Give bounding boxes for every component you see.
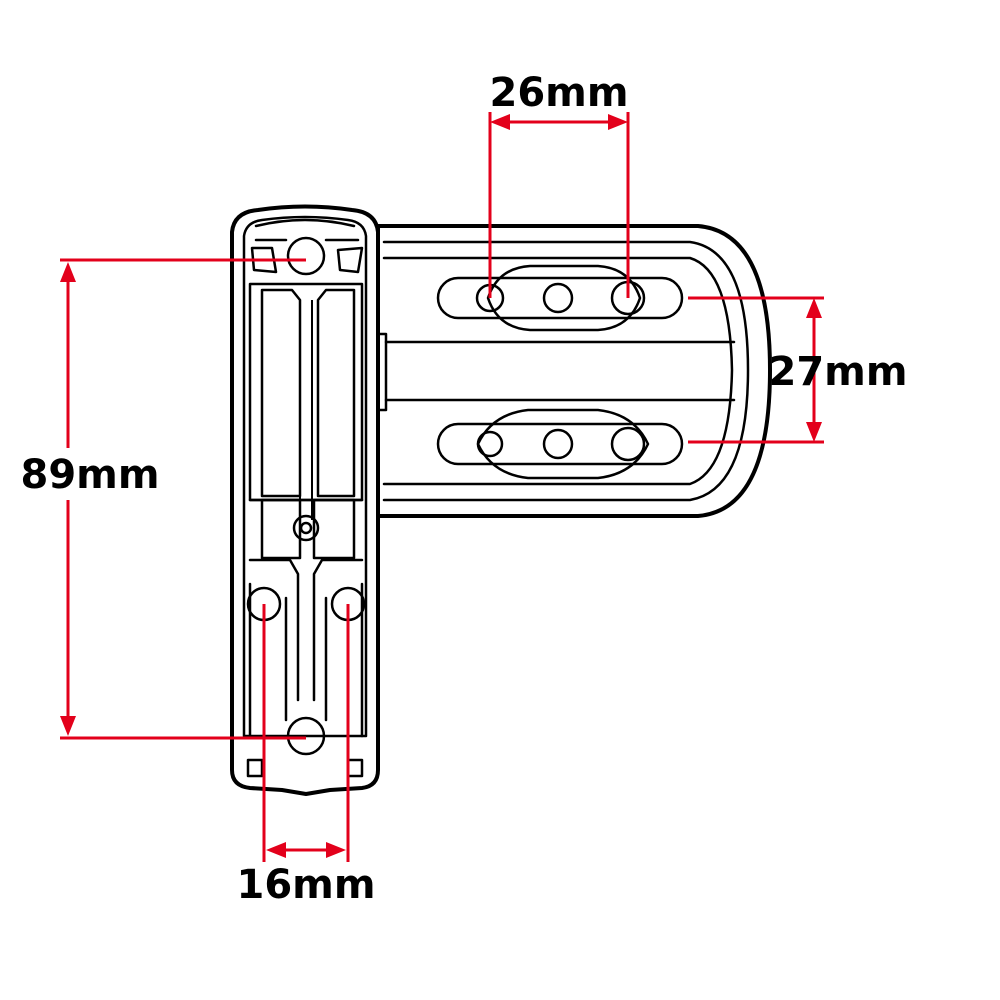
dim-bottom-arrow-left xyxy=(266,842,286,858)
upper-slot xyxy=(436,264,684,332)
lower-slot-outline xyxy=(436,422,684,466)
plate-inner xyxy=(242,215,368,738)
dim-right-arrow-bottom xyxy=(806,422,822,442)
centre-pivot-outer xyxy=(292,514,320,542)
dim-left-label: 89mm xyxy=(20,452,159,498)
lower-slot xyxy=(436,408,684,480)
plate-hole-top xyxy=(286,236,326,276)
hinge-arm xyxy=(376,224,772,518)
lower-hole-right xyxy=(610,426,646,462)
mid-pocket-right xyxy=(312,498,356,560)
dimension-top-width: 26mm xyxy=(488,70,630,298)
dim-right-arrow-top xyxy=(806,298,822,318)
hinge-plate xyxy=(230,204,380,796)
upper-recess-inner-left xyxy=(260,288,302,498)
plate-outline xyxy=(230,204,380,796)
plate-hole-bottom xyxy=(286,716,326,756)
foot-left xyxy=(246,758,264,778)
upper-slot-outline xyxy=(436,276,684,320)
upper-recess xyxy=(248,282,364,502)
lower-section xyxy=(248,558,364,702)
arm-inner-rail-top xyxy=(382,256,734,486)
dimension-right-height: 27mm xyxy=(688,296,908,444)
lower-hole-left xyxy=(476,430,504,458)
arm-outline xyxy=(376,224,772,518)
foot-right xyxy=(346,758,364,778)
upper-slot-boss xyxy=(486,264,642,332)
top-notch-right xyxy=(336,246,364,274)
dim-top-arrow-left xyxy=(490,114,510,130)
dimension-bottom-width: 16mm xyxy=(236,604,376,908)
dim-top-arrow-right xyxy=(608,114,628,130)
centre-pivot-inner xyxy=(299,521,313,535)
dim-bottom-label: 16mm xyxy=(236,862,375,908)
dim-left-arrow-top xyxy=(60,262,76,282)
arm-inner-top xyxy=(382,240,750,502)
plate-top-rib xyxy=(254,218,356,228)
lower-hole-centre xyxy=(542,428,574,460)
top-notch-left xyxy=(250,246,278,274)
dim-right-label: 27mm xyxy=(768,349,907,395)
dim-left-arrow-bottom xyxy=(60,716,76,736)
dim-bottom-arrow-right xyxy=(326,842,346,858)
upper-hole-centre xyxy=(542,282,574,314)
lower-slot-boss xyxy=(476,408,650,480)
dim-top-label: 26mm xyxy=(489,70,628,116)
dimension-left-height: 89mm xyxy=(20,258,306,740)
upper-recess-inner-right xyxy=(316,288,356,498)
